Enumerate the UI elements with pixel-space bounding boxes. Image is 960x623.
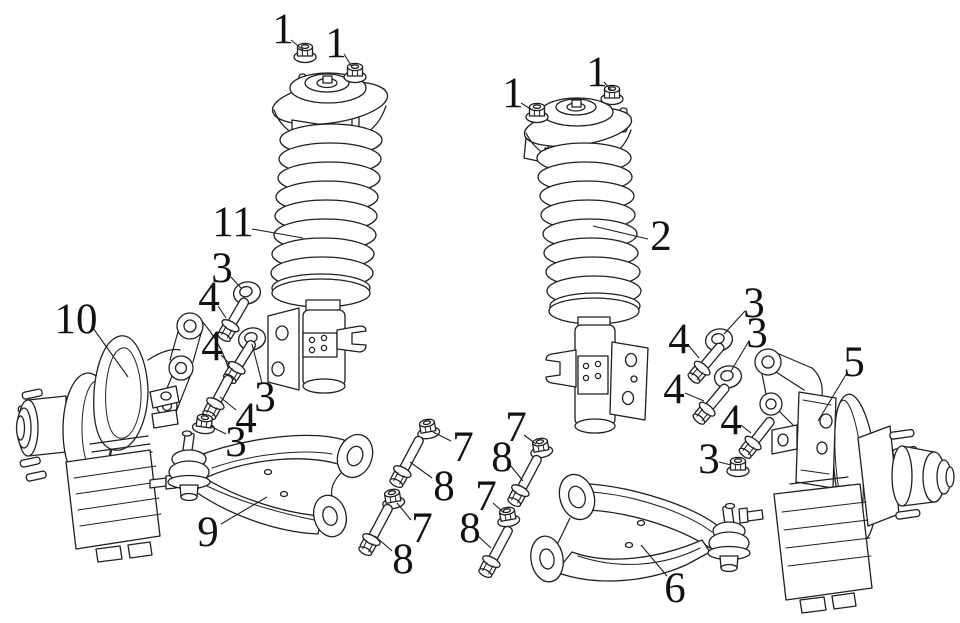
- callout-label-3: 3: [743, 280, 765, 327]
- leader-line: [730, 340, 750, 372]
- steering-knuckle-right: [754, 348, 837, 489]
- callout-label-3: 3: [698, 436, 720, 483]
- leader-line: [523, 434, 537, 445]
- leader-line: [592, 225, 649, 240]
- callout-label-4: 4: [235, 395, 257, 442]
- shock-body-left: [267, 278, 371, 394]
- leader-line: [396, 502, 412, 521]
- callout-label-11: 11: [212, 199, 253, 246]
- leader-line: [217, 305, 227, 319]
- fork-bracket: [545, 349, 577, 388]
- callout-label-7: 7: [475, 473, 497, 520]
- mount-plate: [609, 341, 649, 421]
- leader-line: [374, 535, 393, 552]
- leader-line: [220, 354, 231, 365]
- clamp-bracket: [302, 332, 338, 358]
- callout-label-3: 3: [211, 245, 233, 292]
- callout-label-1: 1: [586, 49, 608, 96]
- ball-joint-right: [707, 502, 751, 573]
- leader-line: [640, 544, 668, 577]
- callout-label-10: 10: [55, 296, 98, 343]
- callout-label-3: 3: [254, 374, 276, 421]
- control-arm-left: [167, 430, 374, 538]
- callout-label-8: 8: [491, 434, 513, 481]
- callout-label-8: 8: [459, 505, 481, 552]
- brake-caliper-right: [738, 476, 873, 614]
- strut-top-mount-left: [271, 72, 389, 145]
- wheel-hub-right: [857, 425, 955, 527]
- leader-line: [432, 431, 452, 442]
- callout-label-7: 7: [505, 404, 527, 451]
- leader-line: [688, 345, 700, 359]
- leader-line: [740, 424, 752, 434]
- callout-label-3: 3: [225, 419, 247, 466]
- callout-label-6: 6: [664, 565, 686, 612]
- leader-line: [718, 461, 732, 466]
- leader-line: [251, 343, 263, 384]
- leader-line: [290, 39, 304, 51]
- leader-line: [603, 81, 612, 91]
- strut-assembly-left: [267, 72, 389, 394]
- knuckle-hub-assembly-left: [15, 312, 232, 563]
- coil-spring-left: [270, 119, 383, 303]
- leader-line: [209, 425, 227, 435]
- leader-line: [251, 228, 304, 239]
- clamp-bracket: [577, 355, 609, 395]
- leader-line: [220, 496, 268, 525]
- strut-assembly-right: [523, 97, 649, 434]
- leader-line: [230, 276, 242, 289]
- callout-label-8: 8: [433, 463, 455, 510]
- callout-label-9: 9: [197, 509, 219, 556]
- callout-label-2: 2: [650, 213, 672, 260]
- brake-caliper-left: [65, 435, 177, 563]
- leader-line: [509, 464, 524, 482]
- leader-line: [684, 392, 705, 402]
- callout-label-4: 4: [201, 323, 223, 370]
- callout-label-7: 7: [452, 424, 474, 471]
- callout-label-4: 4: [720, 397, 742, 444]
- leader-line: [520, 102, 533, 111]
- caliper-bolt: [738, 507, 749, 524]
- steering-knuckle-left: [93, 312, 232, 451]
- callout-label-4: 4: [663, 366, 685, 413]
- strut-top-mount-right: [523, 97, 633, 166]
- leader-line: [476, 534, 492, 549]
- callout-label-5: 5: [843, 339, 865, 386]
- callout-label-1: 1: [272, 6, 294, 53]
- leader-line: [343, 53, 353, 68]
- callout-label-1: 1: [325, 20, 347, 67]
- ball-joint-left: [167, 430, 211, 502]
- callout-label-3: 3: [746, 310, 768, 357]
- callout-label-7: 7: [411, 505, 433, 552]
- leader-line: [817, 372, 848, 422]
- knuckle-hub-assembly-right: [738, 348, 955, 614]
- fork-bracket: [336, 325, 367, 353]
- leader-line: [92, 327, 129, 378]
- leader-line: [219, 396, 237, 411]
- callout-label-4: 4: [198, 274, 220, 321]
- callout-label-1: 1: [502, 70, 524, 117]
- shock-body-right: [545, 297, 649, 434]
- control-arm-right: [530, 473, 751, 583]
- leader-line: [723, 310, 746, 335]
- callout-label-8: 8: [392, 536, 414, 583]
- callout-label-4: 4: [668, 316, 690, 363]
- leader-line: [492, 502, 505, 514]
- leader-line: [409, 461, 433, 479]
